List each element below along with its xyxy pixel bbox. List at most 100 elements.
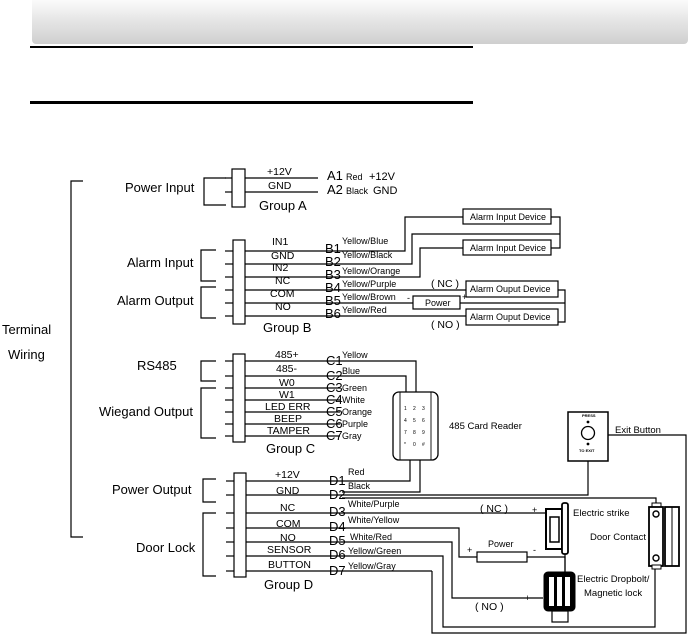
bracket-power-input (203, 177, 226, 206)
electric-strike: Electric strike (545, 502, 629, 555)
function-label-power-input: Power Input (125, 180, 195, 195)
signal-b1: IN1 (272, 236, 289, 248)
bracket-power-output (202, 478, 216, 503)
terminal-bracket (70, 180, 83, 538)
keypad-key: 3 (422, 406, 425, 412)
alarm-nc-label: ( NC ) (431, 278, 459, 290)
code-d2: D2 (329, 487, 346, 502)
signal-b6: NO (275, 301, 291, 313)
code-a1: A1 (327, 168, 343, 183)
wire-color-b3: Yellow/Orange (342, 266, 400, 276)
wire-color-c6: Purple (342, 419, 368, 429)
lock-power-label: Power (488, 539, 514, 549)
signal-c6: BEEP (274, 413, 302, 425)
signal-c7: TAMPER (267, 425, 310, 437)
code-c4: C4 (326, 392, 343, 407)
alarm-power-plus: + (462, 292, 467, 302)
code-d7: D7 (329, 563, 346, 578)
strike-plus: + (532, 505, 537, 515)
signal-a2: GND (268, 180, 292, 192)
alarm-input-device-1 (462, 208, 552, 225)
alarm-input-device-1-label: Alarm Input Device (470, 212, 546, 222)
wire-color-d5: White/Red (350, 532, 392, 542)
wire-color-d3: White/Purple (348, 499, 400, 509)
wire-b1-to-alarm-input-1 (336, 216, 463, 252)
function-label-rs485: RS485 (137, 358, 177, 373)
code-b3: B3 (325, 267, 341, 282)
keypad-key: # (422, 442, 425, 448)
terminal-block-d (233, 472, 247, 578)
signal-d5: NO (280, 532, 296, 544)
alarm-input-device-2-label: Alarm Input Device (470, 243, 546, 253)
signal-c3: W0 (279, 377, 295, 389)
signal-b3: IN2 (272, 262, 289, 274)
wire-alarm-output-return (558, 289, 566, 323)
dropbolt-plus: + (525, 593, 530, 603)
signal-c2: 485- (276, 363, 298, 375)
function-label-alarm-output: Alarm Output (117, 293, 194, 308)
keypad-key: 7 (404, 430, 407, 436)
wire-color-b4: Yellow/Purple (342, 279, 396, 289)
code-a2: A2 (327, 182, 343, 197)
code-b4: B4 (325, 280, 341, 295)
alarm-output-device-2 (465, 308, 559, 326)
exit-button-press-label: PRESS (582, 413, 596, 418)
signal-c5: LED ERR (265, 401, 311, 413)
wire-color-a2: Black (346, 186, 369, 196)
wire-color-c1: Yellow (342, 350, 368, 360)
keypad-key: 8 (413, 430, 416, 436)
lock-power-minus: - (533, 545, 536, 555)
keypad-key: 4 (404, 418, 407, 424)
lock-power-plus: + (467, 545, 472, 555)
code-d1: D1 (329, 473, 346, 488)
lock-nc-label: ( NC ) (480, 503, 508, 515)
bracket-door-lock (202, 512, 216, 577)
wire-d6-sensor-to-door-contact (342, 555, 656, 628)
code-d6: D6 (329, 547, 346, 562)
note-a1: +12V (369, 171, 396, 183)
door-contact: Door Contact (590, 502, 680, 570)
wire-d1-to-card-reader (342, 460, 411, 482)
group-b: Alarm Input Alarm Output Group B IN1 GND… (117, 208, 566, 335)
bracket-rs485 (200, 360, 216, 382)
wire-color-d2: Black (348, 481, 371, 491)
wire-color-d1: Red (348, 467, 365, 477)
code-c6: C6 (326, 416, 343, 431)
wire-color-a1: Red (346, 172, 363, 182)
bracket-wiegand (200, 387, 216, 439)
group-label-d: Group D (264, 577, 313, 592)
keypad-key: * (404, 442, 406, 448)
alarm-output-device-1 (465, 280, 559, 298)
signal-c4: W1 (279, 389, 295, 401)
signal-d1: +12V (275, 469, 300, 481)
alarm-input-device-2 (462, 239, 552, 256)
header-rule-bottom (30, 101, 473, 104)
electric-strike-label: Electric strike (573, 508, 629, 519)
keypad-key: 2 (413, 406, 416, 412)
electric-dropbolt: Electric Dropbolt/ Magnetic lock (543, 571, 650, 623)
keypad-key: 0 (413, 442, 416, 448)
code-d3: D3 (329, 504, 346, 519)
code-c7: C7 (326, 428, 343, 443)
section-label-terminal: Terminal (2, 322, 51, 337)
group-label-a: Group A (259, 198, 307, 213)
keypad-key: 5 (413, 418, 416, 424)
function-label-power-output: Power Output (112, 482, 192, 497)
code-b2: B2 (325, 254, 341, 269)
keypad-key: 1 (404, 406, 407, 412)
group-label-b: Group B (263, 320, 311, 335)
signal-b2: GND (271, 250, 295, 262)
wire-color-b1: Yellow/Blue (342, 236, 388, 246)
header-rule-top (30, 46, 473, 48)
group-d: Power Output Door Lock Group D +12V GND … (112, 460, 680, 628)
code-b6: B6 (325, 306, 341, 321)
wire-color-c4: White (342, 395, 365, 405)
group-a: Power Input +12V GND A1 A2 Red Black +12… (125, 166, 398, 213)
code-c1: C1 (326, 353, 343, 368)
wire-alarm-input-return (551, 216, 561, 249)
card-reader-label: 485 Card Reader (449, 421, 522, 432)
dropbolt-label-line2: Magnetic lock (584, 588, 642, 599)
alarm-power-label: Power (425, 298, 451, 308)
wire-color-b5: Yellow/Brown (342, 292, 396, 302)
